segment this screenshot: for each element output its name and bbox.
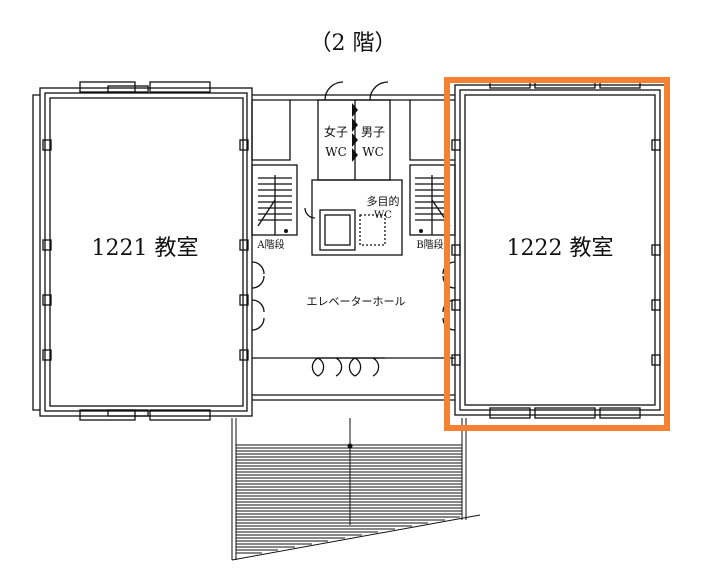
stairs-b-label: B階段 xyxy=(416,238,443,251)
exterior-steps xyxy=(231,418,481,561)
wc-male-label-2: WC xyxy=(362,145,384,159)
central-core xyxy=(251,81,455,401)
entrance-doors xyxy=(311,357,385,377)
wc-female-label-2: WC xyxy=(325,145,347,159)
floor-title: （2 階） xyxy=(310,31,397,56)
hall-doors-left xyxy=(251,261,265,331)
room-1222-highlight xyxy=(444,77,670,431)
room-1222-label: 1222 教室 xyxy=(507,236,614,261)
wc-female-label: 女子 xyxy=(324,124,348,139)
elevator-hall-label: エレベーターホール xyxy=(307,295,406,308)
wc-partition-marker xyxy=(284,103,423,449)
stairs-a-label: A階段 xyxy=(256,238,284,251)
wc-male-label: 男子 xyxy=(361,125,385,139)
room-1221-label: 1221 教室 xyxy=(92,236,199,261)
wc-multi-label-2: WC xyxy=(374,210,392,221)
room-1221-walls xyxy=(32,81,253,421)
stairs-a xyxy=(251,164,298,236)
wc-multi-label: 多目的 xyxy=(367,194,400,208)
